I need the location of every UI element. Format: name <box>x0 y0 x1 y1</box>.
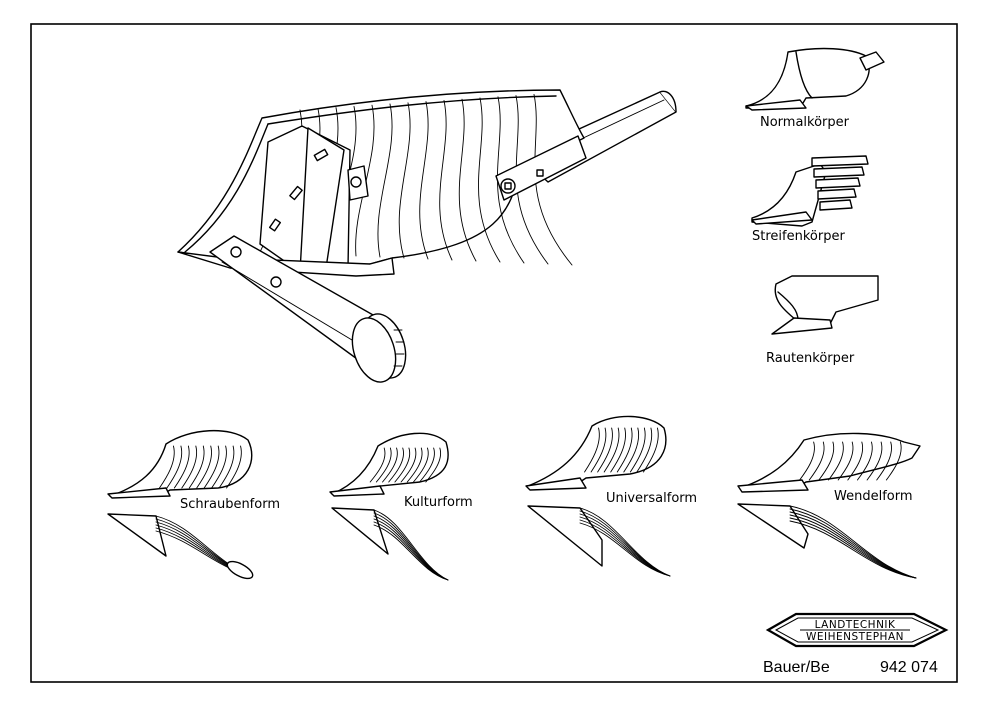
form-hatch-line <box>188 445 205 489</box>
label-wendelform: Wendelform <box>834 489 913 504</box>
label-kulturform: Kulturform <box>404 495 473 510</box>
form-hatch-line <box>369 447 386 483</box>
strip <box>817 188 857 200</box>
form-universalform: Universalform <box>525 415 697 577</box>
logo-diamond <box>765 612 949 648</box>
form-hatch-line <box>837 441 854 481</box>
logo-line1: LANDTECHNIK <box>815 619 896 631</box>
form-hatch-line <box>159 445 175 489</box>
form-hatch-line <box>616 427 633 473</box>
figure-border <box>30 23 958 683</box>
form-hatch-line <box>636 427 653 473</box>
form-hatch-line <box>400 447 417 483</box>
twist-line <box>579 522 671 577</box>
mouldboard-curve <box>478 97 501 263</box>
author-code: Bauer/Be <box>763 659 830 676</box>
form-hatch-line <box>876 441 892 481</box>
form-hatch-line <box>828 441 844 481</box>
form-hatch-line <box>211 445 227 489</box>
label-streifenkoerper: Streifenkörper <box>752 229 845 244</box>
label-universalform: Universalform <box>606 491 697 506</box>
form-hatch-line <box>196 445 212 489</box>
form-hatch-line <box>603 427 620 473</box>
drawing-number: 942 074 <box>880 659 938 676</box>
body-type-streifen: Streifenkörper <box>751 155 869 244</box>
main-plough-body <box>177 89 677 383</box>
label-schraubenform: Schraubenform <box>180 497 280 512</box>
body-type-normal: Normalkörper <box>745 47 885 130</box>
form-hatch-line <box>413 447 429 483</box>
form-hatch-line <box>419 447 435 483</box>
twist-line <box>789 505 917 579</box>
form-hatch-line <box>226 445 242 489</box>
frog-plate <box>259 125 369 273</box>
support-wheel <box>351 313 407 383</box>
label-rautenkoerper: Rautenkörper <box>766 351 855 366</box>
form-hatch-line <box>847 441 864 481</box>
form-hatch-line <box>166 445 183 489</box>
form-hatch-line <box>584 427 600 473</box>
form-hatch-line <box>203 445 220 489</box>
form-hatch-line <box>394 447 411 483</box>
twist-line <box>789 508 917 579</box>
logo-line2: WEIHENSTEPHAN <box>806 631 904 643</box>
form-hatch-line <box>388 447 404 483</box>
mouldboard-curve <box>497 96 525 264</box>
twist-line <box>789 514 917 579</box>
form-hatch-line <box>406 447 423 483</box>
strip <box>811 155 869 167</box>
form-hatch-line <box>866 441 883 481</box>
strip <box>815 177 861 189</box>
form-hatch-line <box>590 427 607 473</box>
strip <box>813 166 865 178</box>
form-hatch-line <box>808 441 825 481</box>
form-schraubenform: Schraubenform <box>107 430 280 580</box>
form-kulturform: Kulturform <box>329 432 473 581</box>
label-normalkoerper: Normalkörper <box>760 115 850 130</box>
form-hatch-line <box>425 447 442 483</box>
form-hatch-line <box>218 445 235 489</box>
form-hatch-line <box>629 427 646 473</box>
form-hatch-line <box>382 447 398 483</box>
mouldboard-curve <box>419 101 429 260</box>
form-wendelform: Wendelform <box>737 432 921 579</box>
mouldboard-curve <box>458 98 477 262</box>
form-hatch-line <box>885 441 902 481</box>
twist-line <box>789 517 917 579</box>
mouldboard-curve <box>398 102 411 259</box>
logo-diamond-inner <box>774 617 940 643</box>
twist-line <box>373 524 449 581</box>
body-type-rauten: Rautenkörper <box>766 275 879 366</box>
twist-line <box>789 520 917 579</box>
strip <box>819 199 853 211</box>
form-hatch-line <box>173 445 190 489</box>
form-hatch-line <box>818 441 835 481</box>
form-hatch-line <box>799 441 815 481</box>
form-hatch-line <box>375 447 392 483</box>
landtechnik-logo: LANDTECHNIK WEIHENSTEPHAN <box>765 612 949 648</box>
form-hatch-line <box>597 427 613 473</box>
twist-line <box>789 511 917 579</box>
beam-clamp <box>495 135 587 201</box>
form-hatch-line <box>623 427 640 473</box>
form-hatch-line <box>610 427 626 473</box>
form-hatch-line <box>857 441 873 481</box>
mouldboard-curve <box>439 99 453 261</box>
mouldboard-curve <box>377 103 393 258</box>
form-hatch-line <box>181 445 198 489</box>
form-hatch-line <box>643 427 659 473</box>
